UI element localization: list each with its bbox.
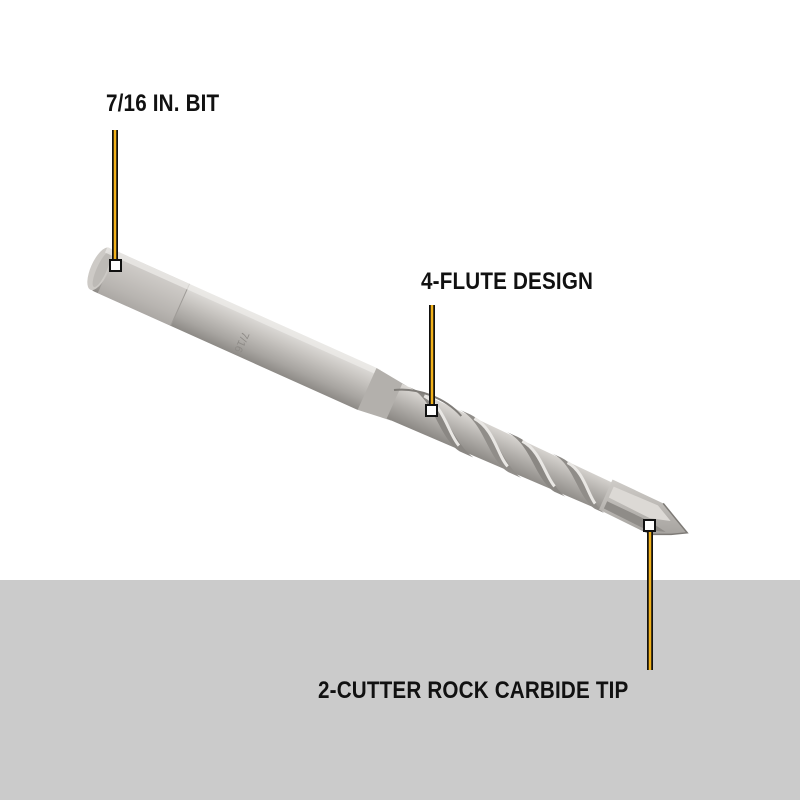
drill-bit: 7/16	[87, 247, 689, 536]
carbide-tip	[598, 479, 689, 536]
bit-flutes	[386, 383, 615, 513]
marker-bit-size	[109, 259, 122, 272]
bit-size-label: 7/16 IN. BIT	[106, 90, 220, 117]
marker-flute	[425, 404, 438, 417]
gray-floor	[0, 580, 800, 800]
marker-carbide-tip	[643, 519, 656, 532]
flute-design-label: 4-FLUTE DESIGN	[421, 268, 594, 295]
carbide-tip-label: 2-CUTTER ROCK CARBIDE TIP	[318, 677, 629, 704]
bit-shank: 7/16	[87, 247, 382, 411]
